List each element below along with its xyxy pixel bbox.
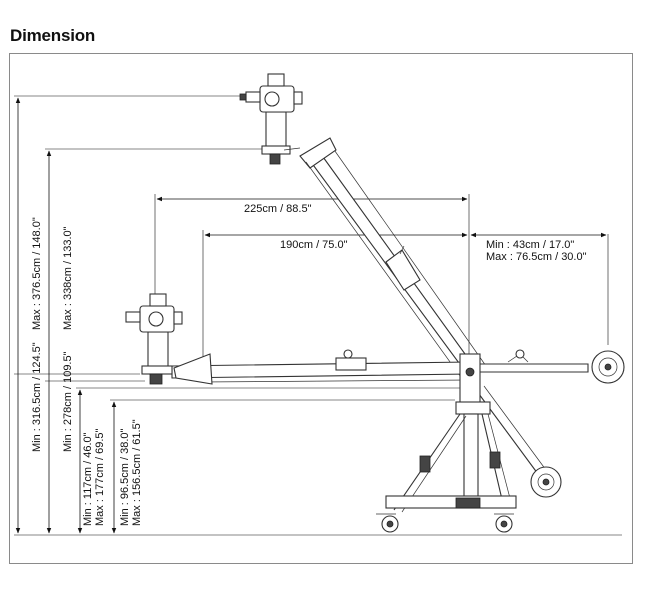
page-title: Dimension [10,26,96,45]
label-mount-min: Min : 278cm / 109.5" [62,351,74,452]
label-total-min: Min : 316.5cm / 124.5" [31,342,43,452]
label-stand-min: Min : 96.5cm / 38.0" [119,428,131,526]
label-reach-max: 225cm / 88.5" [244,203,312,215]
label-total-max: Max : 376.5cm / 148.0" [31,217,43,330]
camera-head-bottom [125,293,183,385]
counterweight-horizontal [591,350,625,384]
counterweight-lowered [475,385,562,498]
label-rear-min: Min : 43cm / 17.0" [486,239,574,251]
label-reach-min: 190cm / 75.0" [280,239,348,251]
label-mount-max: Max : 338cm / 133.0" [62,226,74,330]
label-stand-max: Max : 156.5cm / 61.5" [131,419,143,526]
jib-arm-lowered [171,349,589,385]
label-rear-max: Max : 76.5cm / 30.0" [486,251,587,263]
label-pivot-min: Min : 117cm / 46.0" [82,432,94,526]
label-pivot-max: Max : 177cm / 69.5" [94,428,106,526]
jib-arm-raised [299,137,487,399]
camera-head-top [239,73,303,165]
diagram-frame [9,53,633,564]
tripod-stand [376,353,517,533]
